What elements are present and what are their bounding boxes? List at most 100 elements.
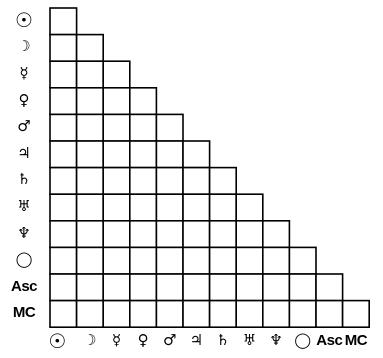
aspect-cell xyxy=(49,113,78,142)
aspect-cell xyxy=(49,60,78,89)
column-sun-icon: ☉ xyxy=(48,329,67,353)
row-moon-icon: ☽ xyxy=(17,37,31,56)
aspect-cell xyxy=(75,299,104,329)
aspect-cell xyxy=(49,299,78,329)
aspect-cell xyxy=(75,33,104,62)
aspect-cell xyxy=(288,246,317,275)
column-uranus-icon: ♅ xyxy=(242,331,257,349)
aspect-cell xyxy=(75,113,104,142)
row-saturn-icon: ♄ xyxy=(17,170,31,189)
aspect-cell xyxy=(75,87,104,116)
row-jupiter-icon: ♃ xyxy=(17,143,31,162)
aspect-cell xyxy=(129,273,158,302)
aspect-cell xyxy=(208,273,238,302)
aspect-cell xyxy=(75,220,104,249)
column-mercury-icon: ☿ xyxy=(111,331,122,349)
aspect-cell xyxy=(341,299,371,329)
column-jupiter-icon: ♃ xyxy=(189,331,204,349)
aspect-cell xyxy=(315,299,344,329)
aspect-cell xyxy=(235,220,264,249)
aspect-cell xyxy=(102,193,131,222)
aspect-cell xyxy=(235,273,264,302)
aspect-cell xyxy=(208,246,238,275)
aspect-cell xyxy=(75,193,104,222)
aspect-cell xyxy=(102,299,131,329)
row-midheaven-label: MC xyxy=(12,304,36,322)
row-mercury-icon: ☿ xyxy=(19,64,29,82)
aspect-cell xyxy=(182,220,211,249)
aspect-cell xyxy=(155,299,184,329)
aspect-cell xyxy=(182,140,211,169)
aspect-cell xyxy=(155,273,184,302)
aspect-cell xyxy=(102,246,131,275)
aspect-cell xyxy=(288,299,317,329)
aspect-cell xyxy=(49,166,78,196)
aspect-cell xyxy=(129,166,158,196)
aspect-cell xyxy=(49,220,78,249)
aspect-cell xyxy=(49,273,78,302)
aspect-cell xyxy=(261,273,291,302)
aspect-cell xyxy=(208,193,238,222)
aspect-cell xyxy=(75,166,104,196)
row-sun-icon: ☉ xyxy=(15,8,33,33)
aspect-cell xyxy=(49,33,78,62)
aspect-cell xyxy=(102,60,131,89)
aspect-cell xyxy=(315,273,344,302)
aspect-cell xyxy=(49,87,78,116)
aspect-cell xyxy=(129,220,158,249)
aspect-cell xyxy=(288,273,317,302)
row-uranus-icon: ♅ xyxy=(17,197,31,215)
aspect-cell xyxy=(49,246,78,275)
column-moon-icon: ☽ xyxy=(83,331,97,349)
aspect-cell xyxy=(182,273,211,302)
aspect-cell xyxy=(155,193,184,222)
aspect-cell xyxy=(102,220,131,249)
aspect-cell xyxy=(75,273,104,302)
column-pluto-icon: ◯ xyxy=(294,331,312,349)
aspect-cell xyxy=(155,220,184,249)
aspect-cell xyxy=(235,299,264,329)
row-pluto-icon: ◯ xyxy=(15,250,33,269)
aspect-cell xyxy=(155,166,184,196)
aspect-cell xyxy=(235,193,264,222)
column-venus-icon: ♀ xyxy=(137,331,149,349)
column-midheaven-label: MC xyxy=(344,332,368,349)
aspect-cell xyxy=(129,246,158,275)
aspect-cell xyxy=(102,273,131,302)
aspect-cell xyxy=(235,246,264,275)
aspect-cell xyxy=(102,140,131,169)
aspect-cell xyxy=(49,7,78,36)
aspect-cell xyxy=(129,193,158,222)
aspect-cell xyxy=(129,113,158,142)
aspect-cell xyxy=(129,87,158,116)
aspect-cell xyxy=(49,140,78,169)
aspect-cell xyxy=(49,193,78,222)
aspect-cell xyxy=(129,299,158,329)
column-neptune-icon: ♆ xyxy=(269,331,283,349)
aspect-cell xyxy=(182,193,211,222)
row-neptune-icon: ♆ xyxy=(17,223,31,242)
aspect-cell xyxy=(261,220,291,249)
aspect-cell xyxy=(261,299,291,329)
aspect-cell xyxy=(102,87,131,116)
column-saturn-icon: ♄ xyxy=(216,331,230,349)
column-mars-icon: ♂ xyxy=(162,331,177,349)
aspect-cell xyxy=(208,166,238,196)
row-mars-icon: ♂ xyxy=(17,117,31,136)
column-ascendant-label: Asc xyxy=(316,332,343,349)
aspect-cell xyxy=(182,299,211,329)
aspect-cell xyxy=(102,113,131,142)
aspect-cell xyxy=(208,220,238,249)
aspect-cell xyxy=(75,246,104,275)
aspect-cell xyxy=(261,246,291,275)
aspect-cell xyxy=(155,113,184,142)
aspect-cell xyxy=(75,60,104,89)
aspect-cell xyxy=(182,166,211,196)
aspect-cell xyxy=(102,166,131,196)
aspect-cell xyxy=(155,246,184,275)
row-venus-icon: ♀ xyxy=(18,90,30,109)
aspect-cell xyxy=(208,299,238,329)
aspect-cell xyxy=(75,140,104,169)
aspect-cell xyxy=(155,140,184,169)
